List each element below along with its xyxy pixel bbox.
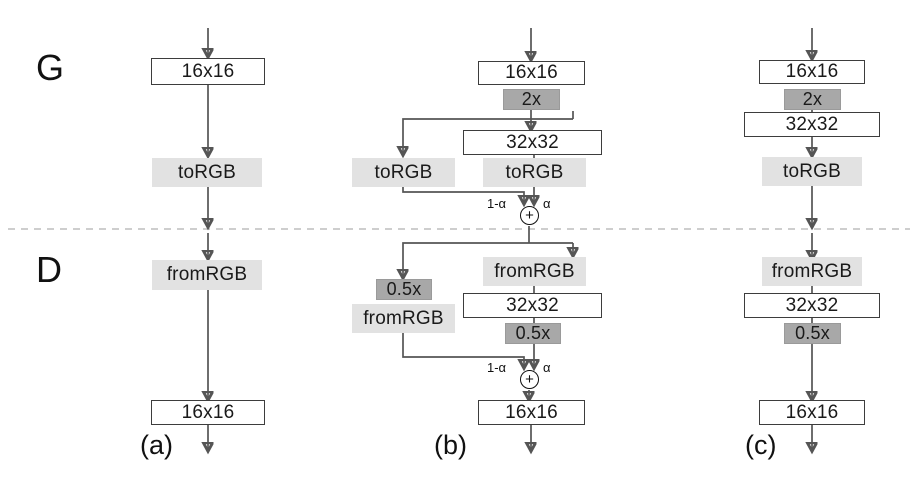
- col-c-g-res-32[interactable]: 32x32: [744, 112, 880, 137]
- generator-letter: G: [36, 47, 65, 88]
- caption-b: (b): [434, 430, 467, 460]
- col-c-g-up-2x[interactable]: 2x: [784, 89, 841, 110]
- col-c-g-torgb[interactable]: toRGB: [762, 157, 862, 186]
- col-c-d-fromrgb[interactable]: fromRGB: [762, 257, 862, 286]
- col-b-d-weight-one-minus-alpha: 1-α: [487, 360, 507, 375]
- col-a-g-res-16[interactable]: 16x16: [151, 58, 265, 85]
- col-a-g-torgb[interactable]: toRGB: [152, 158, 262, 187]
- caption-a: (a): [140, 430, 173, 460]
- col-b-g-torgb-left[interactable]: toRGB: [352, 158, 455, 187]
- col-b-g-blend-plus[interactable]: +: [520, 206, 539, 225]
- col-b-g-res-32[interactable]: 32x32: [463, 130, 602, 155]
- col-a-d-res-16[interactable]: 16x16: [151, 400, 265, 425]
- col-c-d-res-16[interactable]: 16x16: [759, 400, 865, 425]
- discriminator-letter: D: [36, 249, 62, 290]
- col-b-d-down-05x-right[interactable]: 0.5x: [505, 323, 561, 344]
- col-a-d-fromrgb[interactable]: fromRGB: [152, 260, 262, 290]
- col-b-d-fromrgb-right[interactable]: fromRGB: [483, 257, 586, 286]
- col-c-g-res-16[interactable]: 16x16: [759, 60, 865, 84]
- col-c-d-down-05x[interactable]: 0.5x: [784, 323, 841, 344]
- col-b-g-up-2x[interactable]: 2x: [503, 89, 560, 110]
- col-b-d-res-16[interactable]: 16x16: [478, 400, 585, 425]
- col-b-d-fromrgb-left[interactable]: fromRGB: [352, 304, 455, 333]
- col-b-d-blend-plus[interactable]: +: [520, 370, 539, 389]
- col-b-d-weight-alpha: α: [543, 360, 551, 375]
- col-b-g-res-16[interactable]: 16x16: [478, 61, 585, 85]
- caption-c: (c): [745, 430, 777, 460]
- col-b-d-res-32[interactable]: 32x32: [463, 293, 602, 318]
- col-b-g-weight-one-minus-alpha: 1-α: [487, 196, 507, 211]
- col-c-d-res-32[interactable]: 32x32: [744, 293, 880, 318]
- col-b-g-torgb-right[interactable]: toRGB: [483, 158, 586, 187]
- col-b-g-weight-alpha: α: [543, 196, 551, 211]
- col-b-d-down-05x-left[interactable]: 0.5x: [376, 279, 432, 300]
